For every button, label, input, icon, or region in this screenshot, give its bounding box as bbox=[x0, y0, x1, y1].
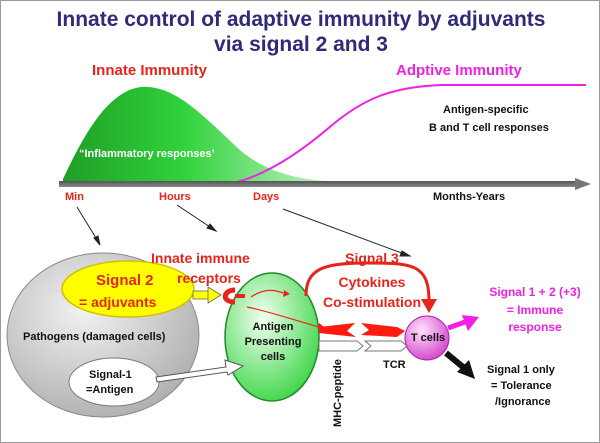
signal1-arrow bbox=[155, 359, 245, 383]
mhc-peptide-label: MHC-peptide bbox=[332, 359, 344, 427]
adaptive-immunity-label: Adptive Immunity bbox=[396, 62, 522, 79]
innate-receptors-label-2: receptors bbox=[177, 270, 241, 286]
outcome-tolerance-line-3: /Ignorance bbox=[495, 396, 551, 408]
outcome-tolerance-line-1: Signal 1 only bbox=[487, 364, 555, 376]
innate-response-curve bbox=[63, 86, 327, 181]
title-line-2: via signal 2 and 3 bbox=[214, 33, 388, 56]
timeline-axis bbox=[59, 178, 591, 190]
apc-internal-arrows bbox=[246, 289, 320, 328]
tcr-label: TCR bbox=[383, 359, 406, 371]
innate-immunity-label: Innate Immunity bbox=[92, 62, 208, 79]
outcome-immune-line-2: = Immune bbox=[506, 303, 564, 317]
timeline-pointer-arrows bbox=[76, 204, 412, 257]
bt-cell-responses-label: B and T cell responses bbox=[429, 122, 549, 134]
signal3-arrow bbox=[304, 261, 437, 313]
tolerance-arrow bbox=[444, 350, 475, 379]
outcome-tolerance-line-2: = Tolerance bbox=[491, 380, 552, 392]
pathogens-label: Pathogens (damaged cells) bbox=[23, 331, 166, 343]
tcell-circle bbox=[404, 315, 450, 361]
apc-label-1: Antigen bbox=[252, 321, 294, 333]
timeline-months-years: Months-Years bbox=[433, 191, 506, 203]
apc-label-2: Presenting bbox=[244, 336, 302, 348]
apc-label-3: cells bbox=[260, 351, 286, 363]
timeline-hours: Hours bbox=[159, 191, 191, 203]
signal2-label: Signal 2 bbox=[96, 272, 154, 289]
timeline-min: Min bbox=[65, 191, 84, 203]
cytokines-label: Cytokines bbox=[338, 274, 406, 290]
signal1-ellipse bbox=[68, 357, 160, 407]
signal1-label: Signal-1 bbox=[89, 369, 132, 381]
innate-receptors-label-1: Innate immune bbox=[151, 250, 250, 266]
antigen-specific-label: Antigen-specific bbox=[443, 104, 529, 116]
outcome-immune-line-1: Signal 1 + 2 (+3) bbox=[489, 285, 581, 299]
signal2-arrow bbox=[192, 286, 222, 304]
adjuvants-label: = adjuvants bbox=[79, 294, 157, 310]
adaptive-response-curve bbox=[232, 84, 586, 184]
costimulation-arrow bbox=[319, 323, 405, 337]
immune-response-arrow bbox=[447, 315, 479, 331]
costimulation-label: Co-stimulation bbox=[323, 294, 421, 310]
inflammatory-responses-label: “Inflammatory responses’ bbox=[79, 148, 215, 160]
innate-receptor-shape bbox=[222, 287, 236, 305]
signal2-ellipse bbox=[61, 260, 195, 318]
antigen-label: =Antigen bbox=[86, 384, 134, 396]
signal3-label: Signal 3 bbox=[345, 250, 399, 266]
timeline-days: Days bbox=[253, 191, 280, 203]
tcells-label: T cells bbox=[410, 332, 446, 344]
apc-circle bbox=[224, 272, 320, 402]
mhc-tcr-arrow bbox=[318, 340, 408, 352]
title-line-1: Innate control of adaptive immunity by a… bbox=[56, 8, 546, 31]
outcome-immune-line-3: response bbox=[508, 320, 562, 334]
